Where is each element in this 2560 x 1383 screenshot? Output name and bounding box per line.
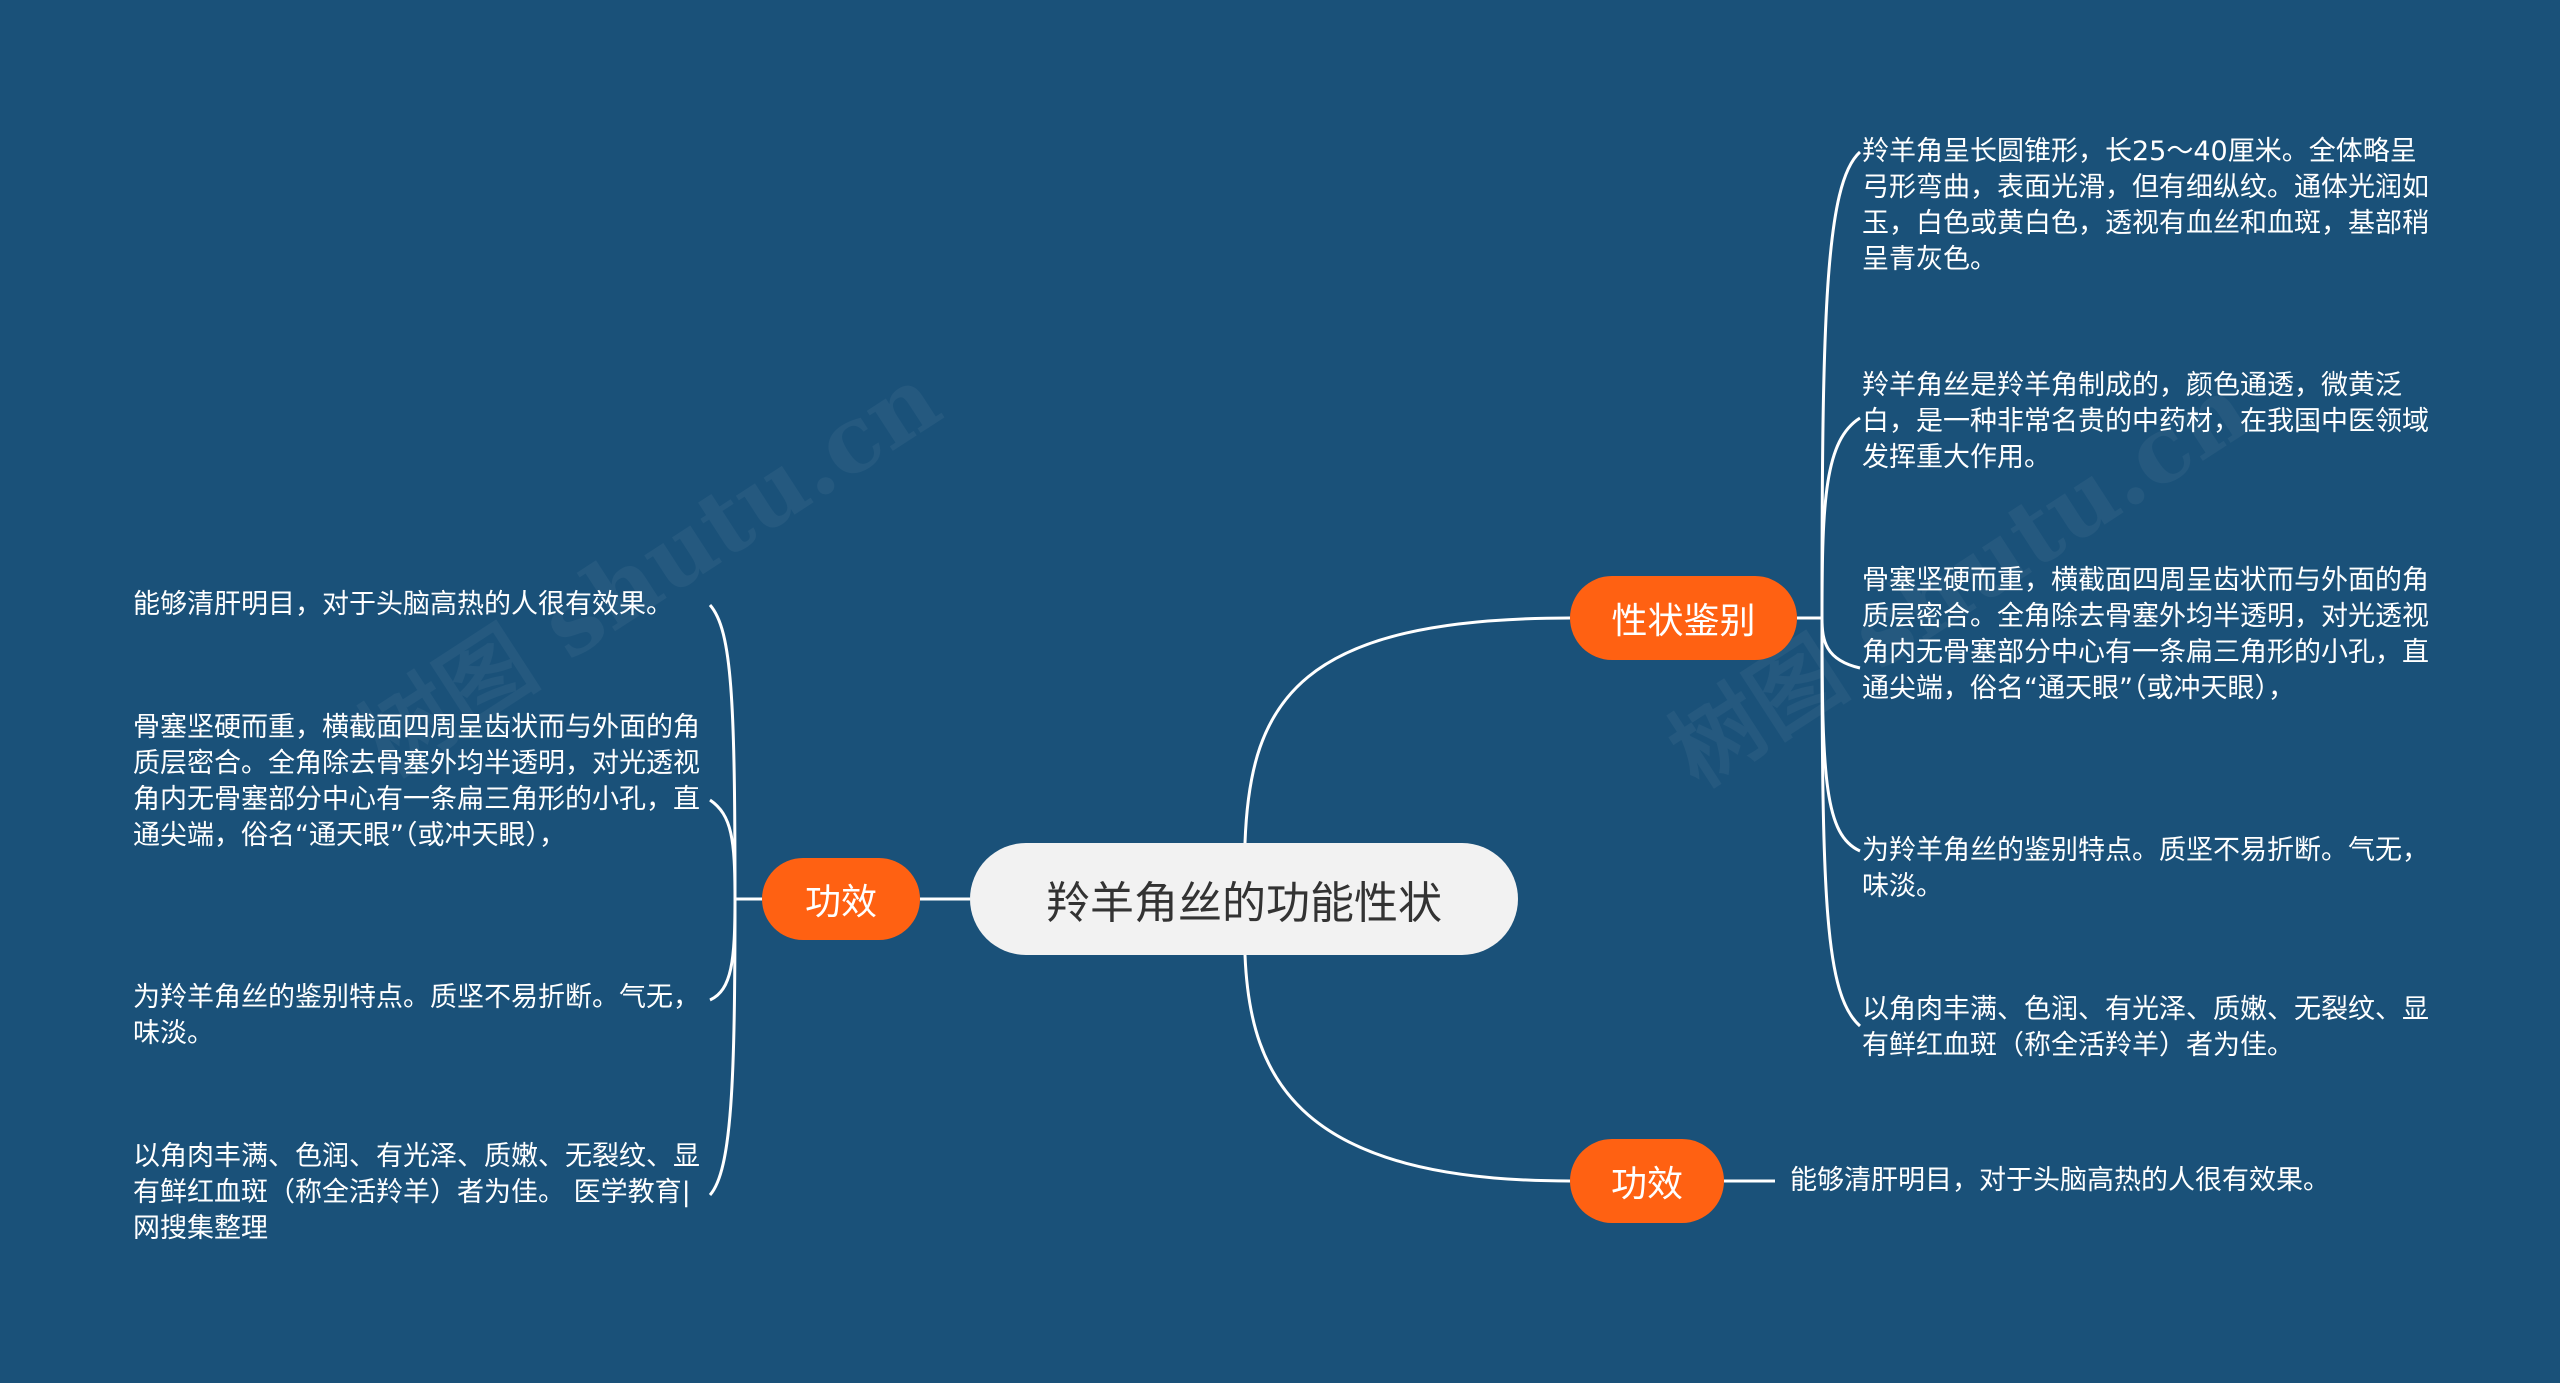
leaf-appearance-3[interactable]: 骨塞坚硬而重，横截面四周呈齿状而与外面的角质层密合。全角除去骨塞外均半透明，对光…: [1862, 565, 2429, 704]
connector-left-leaf-4: [708, 898, 737, 1196]
leaf-appearance-1[interactable]: 羚羊角呈长圆锥形，长25～40厘米。全体略呈弓形弯曲，表面光滑，但有细纵纹。通体…: [1862, 136, 2429, 275]
leaf-appearance-5[interactable]: 以角肉丰满、色润、有光泽、质嫩、无裂纹、显有鲜红血斑（称全活羚羊）者为佳。: [1862, 994, 2429, 1061]
leaf-efficacy-left-4[interactable]: 以角肉丰满、色润、有光泽、质嫩、无裂纹、显有鲜红血斑（称全活羚羊）者为佳。 医学…: [133, 1141, 700, 1244]
center-topic-label: 羚羊角丝的功能性状: [1046, 878, 1442, 929]
branch-appearance[interactable]: 性状鉴别: [1570, 576, 1797, 660]
leaf-efficacy-left-3[interactable]: 为羚羊角丝的鉴别特点。质坚不易折断。气无，味淡。: [133, 982, 700, 1049]
connector-right-top-leaf-2: [1820, 416, 1861, 619]
connector-right-top-leaf-1: [1820, 150, 1861, 619]
branch-efficacy-left[interactable]: 功效: [762, 858, 920, 940]
branch-efficacy-left-label: 功效: [804, 882, 877, 923]
connector-center-right-bottom: [1243, 954, 1571, 1183]
center-topic[interactable]: 羚羊角丝的功能性状: [970, 843, 1518, 955]
connector-right-top-leaf-3: [1820, 617, 1861, 670]
branch-appearance-label: 性状鉴别: [1611, 601, 1756, 642]
connector-left-leaf-1: [708, 604, 737, 900]
connector-left-leaf-3: [709, 898, 737, 1002]
connector-center-right-top: [1243, 616, 1571, 844]
leaf-appearance-4[interactable]: 为羚羊角丝的鉴别特点。质坚不易折断。气无，味淡。: [1862, 835, 2429, 902]
branch-efficacy-right-label: 功效: [1610, 1164, 1683, 1205]
branch-efficacy-right[interactable]: 功效: [1570, 1139, 1724, 1223]
leaf-efficacy-left-1[interactable]: 能够清肝明目，对于头脑高热的人很有效果。: [133, 589, 673, 620]
connector-right-top-leaf-4: [1820, 617, 1861, 853]
leaf-appearance-2[interactable]: 羚羊角丝是羚羊角制成的，颜色通透，微黄泛白，是一种非常名贵的中药材，在我国中医领…: [1862, 370, 2429, 473]
connector-left-leaf-2: [709, 798, 737, 900]
leaf-efficacy-left-2[interactable]: 骨塞坚硬而重，横截面四周呈齿状而与外面的角质层密合。全角除去骨塞外均半透明，对光…: [133, 712, 700, 851]
connector-right-top-leaf-5: [1820, 617, 1861, 1028]
leaf-efficacy-right-1[interactable]: 能够清肝明目，对于头脑高热的人很有效果。: [1790, 1165, 2330, 1196]
